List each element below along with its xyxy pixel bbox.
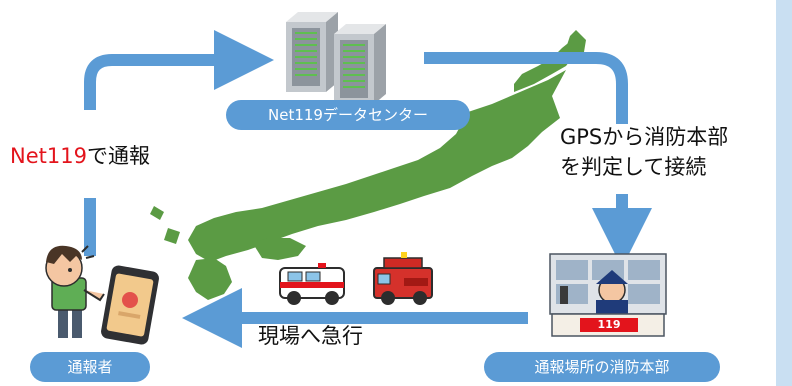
routing-line-2: を判定して接続 bbox=[560, 155, 707, 179]
arrow-to-firehq bbox=[424, 52, 628, 124]
dispatch-text: 現場へ急行 bbox=[258, 324, 363, 348]
side-panel bbox=[776, 0, 792, 386]
fire-hq-label: 通報場所の消防本部 bbox=[534, 358, 670, 376]
smartphone-icon bbox=[101, 265, 159, 345]
reporter-pill: 通報者 bbox=[30, 352, 150, 382]
arrow-to-datacenter bbox=[84, 30, 274, 110]
routing-line-1: GPSから消防本部 bbox=[560, 125, 729, 149]
net119-brand: Net119 bbox=[10, 144, 87, 168]
fire-engine-icon bbox=[373, 252, 433, 305]
flow-arrows bbox=[84, 30, 652, 348]
reporter-label: 通報者 bbox=[67, 358, 113, 376]
datacenter-pill: Net119データセンター bbox=[226, 100, 470, 130]
routing-label: GPSから消防本部 を判定して接続 bbox=[560, 122, 772, 182]
fire-hq-pill: 通報場所の消防本部 bbox=[484, 352, 720, 382]
dispatcher-icon bbox=[549, 253, 667, 337]
ambulance-icon bbox=[279, 263, 345, 305]
reporter-call-label: Net119で通報 bbox=[10, 142, 180, 170]
call-suffix: で通報 bbox=[86, 144, 150, 168]
reporter-person-icon bbox=[45, 245, 105, 338]
dispatch-label: 現場へ急行 bbox=[258, 322, 438, 350]
desk-number: 119 bbox=[597, 318, 621, 331]
japan-map-icon bbox=[150, 30, 586, 300]
server-icon bbox=[286, 12, 386, 104]
datacenter-label: Net119データセンター bbox=[268, 106, 428, 124]
